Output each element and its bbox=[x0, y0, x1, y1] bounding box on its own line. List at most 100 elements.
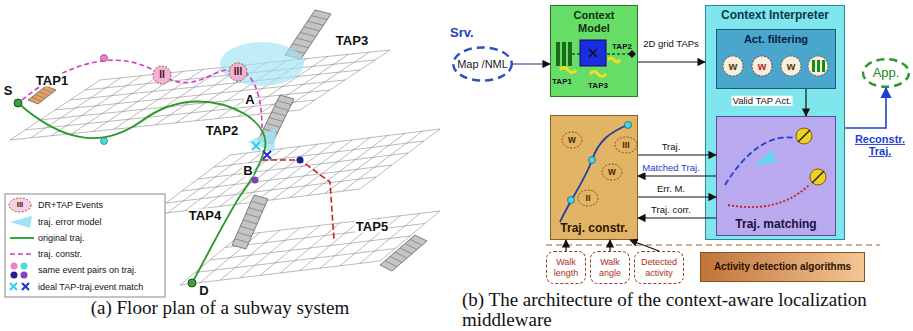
node-label: Traj. matching bbox=[735, 218, 816, 232]
stair-tap bbox=[240, 226, 254, 230]
event-number: II bbox=[585, 194, 590, 203]
context-map-art bbox=[568, 42, 572, 66]
activity-bars bbox=[822, 60, 825, 72]
stair-tap bbox=[385, 261, 397, 267]
stair-tap bbox=[308, 21, 324, 25]
activity-icons bbox=[781, 56, 801, 76]
matching-art bbox=[755, 150, 776, 165]
activity-symbol: w bbox=[787, 61, 796, 72]
legend-icon bbox=[11, 272, 18, 279]
legend-text: original traj. bbox=[38, 233, 85, 243]
edge-label: Traj. corr. bbox=[650, 205, 692, 215]
node-label: Activity detection algorithms bbox=[714, 261, 851, 273]
context-map-art bbox=[590, 72, 606, 77]
matching-art bbox=[796, 128, 812, 144]
floor-grid bbox=[325, 133, 405, 193]
legend-icon bbox=[10, 237, 34, 239]
activity-bars bbox=[817, 60, 820, 72]
constr-art bbox=[589, 157, 596, 164]
stair-tap bbox=[300, 33, 316, 37]
connector-arrow bbox=[565, 240, 566, 251]
legend-icon bbox=[11, 263, 18, 270]
caption: (b) The architecture of the context-awar… bbox=[462, 290, 902, 330]
connector-arrow bbox=[805, 89, 806, 116]
legend-icon bbox=[21, 272, 28, 279]
constr-art bbox=[560, 124, 630, 222]
legend-icon bbox=[9, 198, 31, 212]
floor-grid bbox=[273, 140, 353, 200]
floor-grid bbox=[343, 131, 423, 191]
legend-icon bbox=[21, 263, 28, 270]
legend-icon bbox=[22, 283, 29, 290]
stair-tap bbox=[405, 244, 417, 250]
trajectory-constructor-box: Traj. constr. bbox=[550, 115, 638, 240]
constr-art bbox=[615, 137, 637, 153]
stair-tap bbox=[238, 233, 252, 237]
event-number: III bbox=[622, 141, 630, 150]
legend-text: traj. error model bbox=[38, 217, 102, 227]
legend-icon bbox=[10, 253, 34, 255]
legend-text: same event pairs on traj. bbox=[38, 265, 137, 275]
node-label: Detected activity bbox=[639, 257, 679, 278]
edge-label: Matched Traj. bbox=[641, 163, 701, 173]
floor-grid bbox=[70, 70, 360, 100]
edge-label: Valid TAP Act. bbox=[732, 96, 793, 106]
tap-label: TAP1 bbox=[35, 74, 69, 87]
legend-icon bbox=[10, 216, 32, 228]
legend-icon bbox=[10, 283, 17, 290]
stair-tap bbox=[304, 27, 320, 31]
activity-icons bbox=[723, 56, 828, 76]
stair-tap bbox=[249, 208, 263, 212]
stair-tap bbox=[410, 239, 422, 245]
stair-tap bbox=[42, 89, 52, 93]
input-box: Walk angle bbox=[590, 251, 630, 284]
stair-tap bbox=[400, 248, 412, 254]
activity-icons bbox=[752, 56, 772, 76]
start-dot bbox=[14, 99, 22, 107]
floor-grid bbox=[203, 149, 283, 209]
event-dot bbox=[252, 177, 259, 184]
floor-grid bbox=[55, 80, 345, 110]
match-mark bbox=[263, 151, 271, 159]
stair-tap bbox=[269, 118, 283, 122]
constr-art bbox=[578, 190, 598, 206]
error-model bbox=[220, 42, 304, 86]
stair-tap bbox=[277, 101, 291, 105]
tap-label: TAP2 bbox=[612, 43, 632, 51]
matching-art bbox=[812, 171, 824, 183]
node-label: Act. filtering bbox=[744, 33, 808, 46]
context-map-art bbox=[580, 40, 606, 66]
tap-label: TAP3 bbox=[335, 34, 369, 47]
activity-symbol: w bbox=[758, 61, 767, 72]
activity-icons bbox=[808, 56, 828, 76]
legend-icon bbox=[11, 263, 28, 279]
connector-arrow bbox=[638, 175, 716, 176]
separator-line bbox=[546, 244, 880, 245]
event-dot bbox=[101, 55, 108, 62]
stair-tap bbox=[296, 38, 312, 42]
floor-grid bbox=[308, 136, 388, 196]
cloud-outline bbox=[453, 47, 512, 80]
point-label: D bbox=[198, 284, 209, 297]
stair-tap bbox=[272, 112, 286, 116]
stair-tap bbox=[275, 106, 289, 110]
connector-arrow bbox=[638, 196, 716, 197]
context-map-art bbox=[608, 58, 620, 62]
algorithm-box: Activity detection algorithms bbox=[700, 252, 865, 282]
matching-art bbox=[810, 169, 826, 185]
match-mark bbox=[252, 142, 260, 150]
node-label: Walk angle bbox=[595, 257, 625, 278]
constr-art bbox=[560, 122, 637, 223]
tap-label: TAP4 bbox=[188, 209, 222, 222]
context-map-art bbox=[556, 40, 636, 77]
point-label: A bbox=[244, 93, 255, 106]
event-marker bbox=[153, 66, 171, 84]
edge-label: 2D grid TAPs bbox=[640, 39, 702, 49]
legend-text: traj. constr. bbox=[38, 249, 82, 259]
matching-art bbox=[728, 184, 810, 207]
context-map-art bbox=[556, 42, 560, 66]
matching-art bbox=[725, 137, 795, 185]
